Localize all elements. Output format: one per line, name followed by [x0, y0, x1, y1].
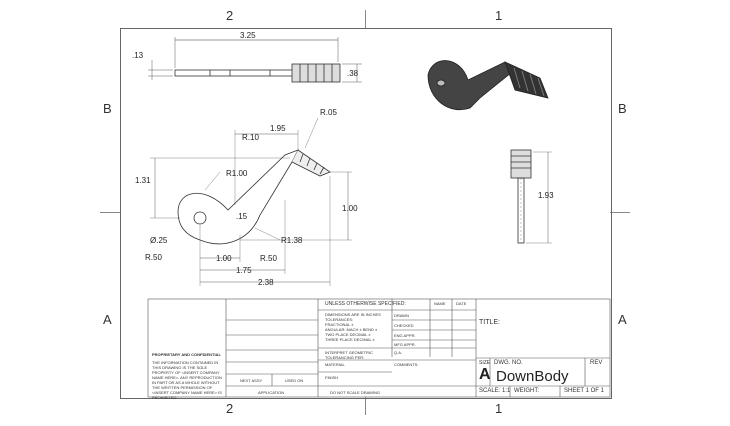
tb-comments: COMMENTS:: [394, 362, 419, 367]
dim-overall-length: 3.25: [240, 31, 256, 40]
zone-label-left-A: A: [103, 312, 112, 327]
tb-finish: FINISH: [325, 375, 339, 380]
tb-angular: ANGULAR: MACH ± BEND ±: [325, 327, 378, 332]
dim-r-small: R.05: [320, 108, 337, 117]
tb-name: NAME: [434, 301, 446, 306]
tb-qa: Q.A.: [394, 350, 403, 355]
drawing-frame: [120, 28, 612, 399]
top-view: [148, 37, 362, 83]
title-block-grid: [147, 298, 611, 398]
dim-height-1-00: 1.00: [342, 204, 358, 213]
tb-tolerances: TOLERANCES:: [325, 317, 354, 322]
zone-label-right-A: A: [618, 312, 627, 327]
tb-eng-appr: ENG APPR.: [394, 333, 416, 338]
border-tick: [365, 397, 366, 415]
dim-r-1-38: R1.38: [281, 236, 303, 245]
tb-checked: CHECKED: [394, 323, 414, 328]
front-view: [150, 117, 352, 286]
tb-rev-label: REV: [590, 360, 603, 366]
border-tick: [100, 212, 120, 213]
tb-three-place: THREE PLACE DECIMAL ±: [325, 337, 375, 342]
zone-label-top-1: 1: [495, 8, 503, 23]
tb-dimensions: DIMENSIONS ARE IN INCHES: [325, 312, 381, 317]
dim-r-50-right: R.50: [260, 254, 277, 263]
zone-label-bottom-2: 2: [226, 401, 234, 416]
dim-r-bend: R.10: [242, 133, 259, 142]
dim-width-1-00: 1.00: [216, 254, 232, 263]
dim-end-height: .38: [347, 69, 359, 78]
border-tick: [365, 10, 366, 28]
tb-dwg-no-value: DownBody: [496, 368, 569, 385]
border-tick: [610, 212, 630, 213]
tb-two-place: TWO PLACE DECIMAL ±: [325, 332, 371, 337]
tb-sheet: SHEET 1 OF 1: [564, 388, 604, 394]
tb-dwg-no-label: DWG. NO.: [494, 360, 523, 366]
zone-label-left-B: B: [103, 101, 112, 116]
tb-mfg-appr: MFG APPR.: [394, 342, 416, 347]
dim-height-1-93: 1.93: [538, 191, 554, 200]
zone-label-right-B: B: [618, 101, 627, 116]
tb-proprietary-text: THE INFORMATION CONTAINED IN THIS DRAWIN…: [152, 360, 222, 400]
tb-material: MATERIAL: [325, 362, 345, 367]
dim-width-1-75: 1.75: [236, 266, 252, 275]
tb-size-label: SIZE: [479, 360, 491, 366]
zone-label-top-2: 2: [226, 8, 234, 23]
zone-label-bottom-1: 1: [495, 401, 503, 416]
tb-proprietary-title: PROPRIETARY AND CONFIDENTIAL: [152, 352, 221, 357]
tb-unless: UNLESS OTHERWISE SPECIFIED:: [325, 301, 406, 307]
tb-next-assy: NEXT ASSY: [240, 378, 263, 383]
dim-r-1-00: R1.00: [226, 169, 248, 178]
tb-do-not-scale: DO NOT SCALE DRAWING: [330, 390, 381, 395]
tb-date: DATE: [456, 301, 467, 306]
tb-drawn: DRAWN: [394, 313, 409, 318]
tb-application: APPLICATION: [258, 390, 285, 395]
tb-size-value: A: [479, 366, 491, 383]
tb-title-label: TITLE:: [479, 319, 501, 326]
tb-interpret: INTERPRET GEOMETRIC TOLERANCING PER:: [325, 350, 373, 360]
dim-15: .15: [236, 212, 248, 221]
isometric-view: [427, 60, 549, 110]
tb-weight: WEIGHT:: [514, 388, 539, 394]
tb-fractional: FRACTIONAL ±: [325, 322, 354, 327]
dim-height-1-31: 1.31: [135, 176, 151, 185]
side-view: [510, 149, 552, 244]
dim-diameter: Ø.25: [150, 236, 168, 245]
dim-r-50-left: R.50: [145, 253, 162, 262]
tb-used-on: USED ON: [285, 378, 304, 383]
dim-width-1-95: 1.95: [270, 124, 286, 133]
dim-width-2-38: 2.38: [258, 278, 274, 287]
tb-scale: SCALE: 1:1: [479, 388, 511, 394]
dim-thickness: .13: [132, 51, 144, 60]
